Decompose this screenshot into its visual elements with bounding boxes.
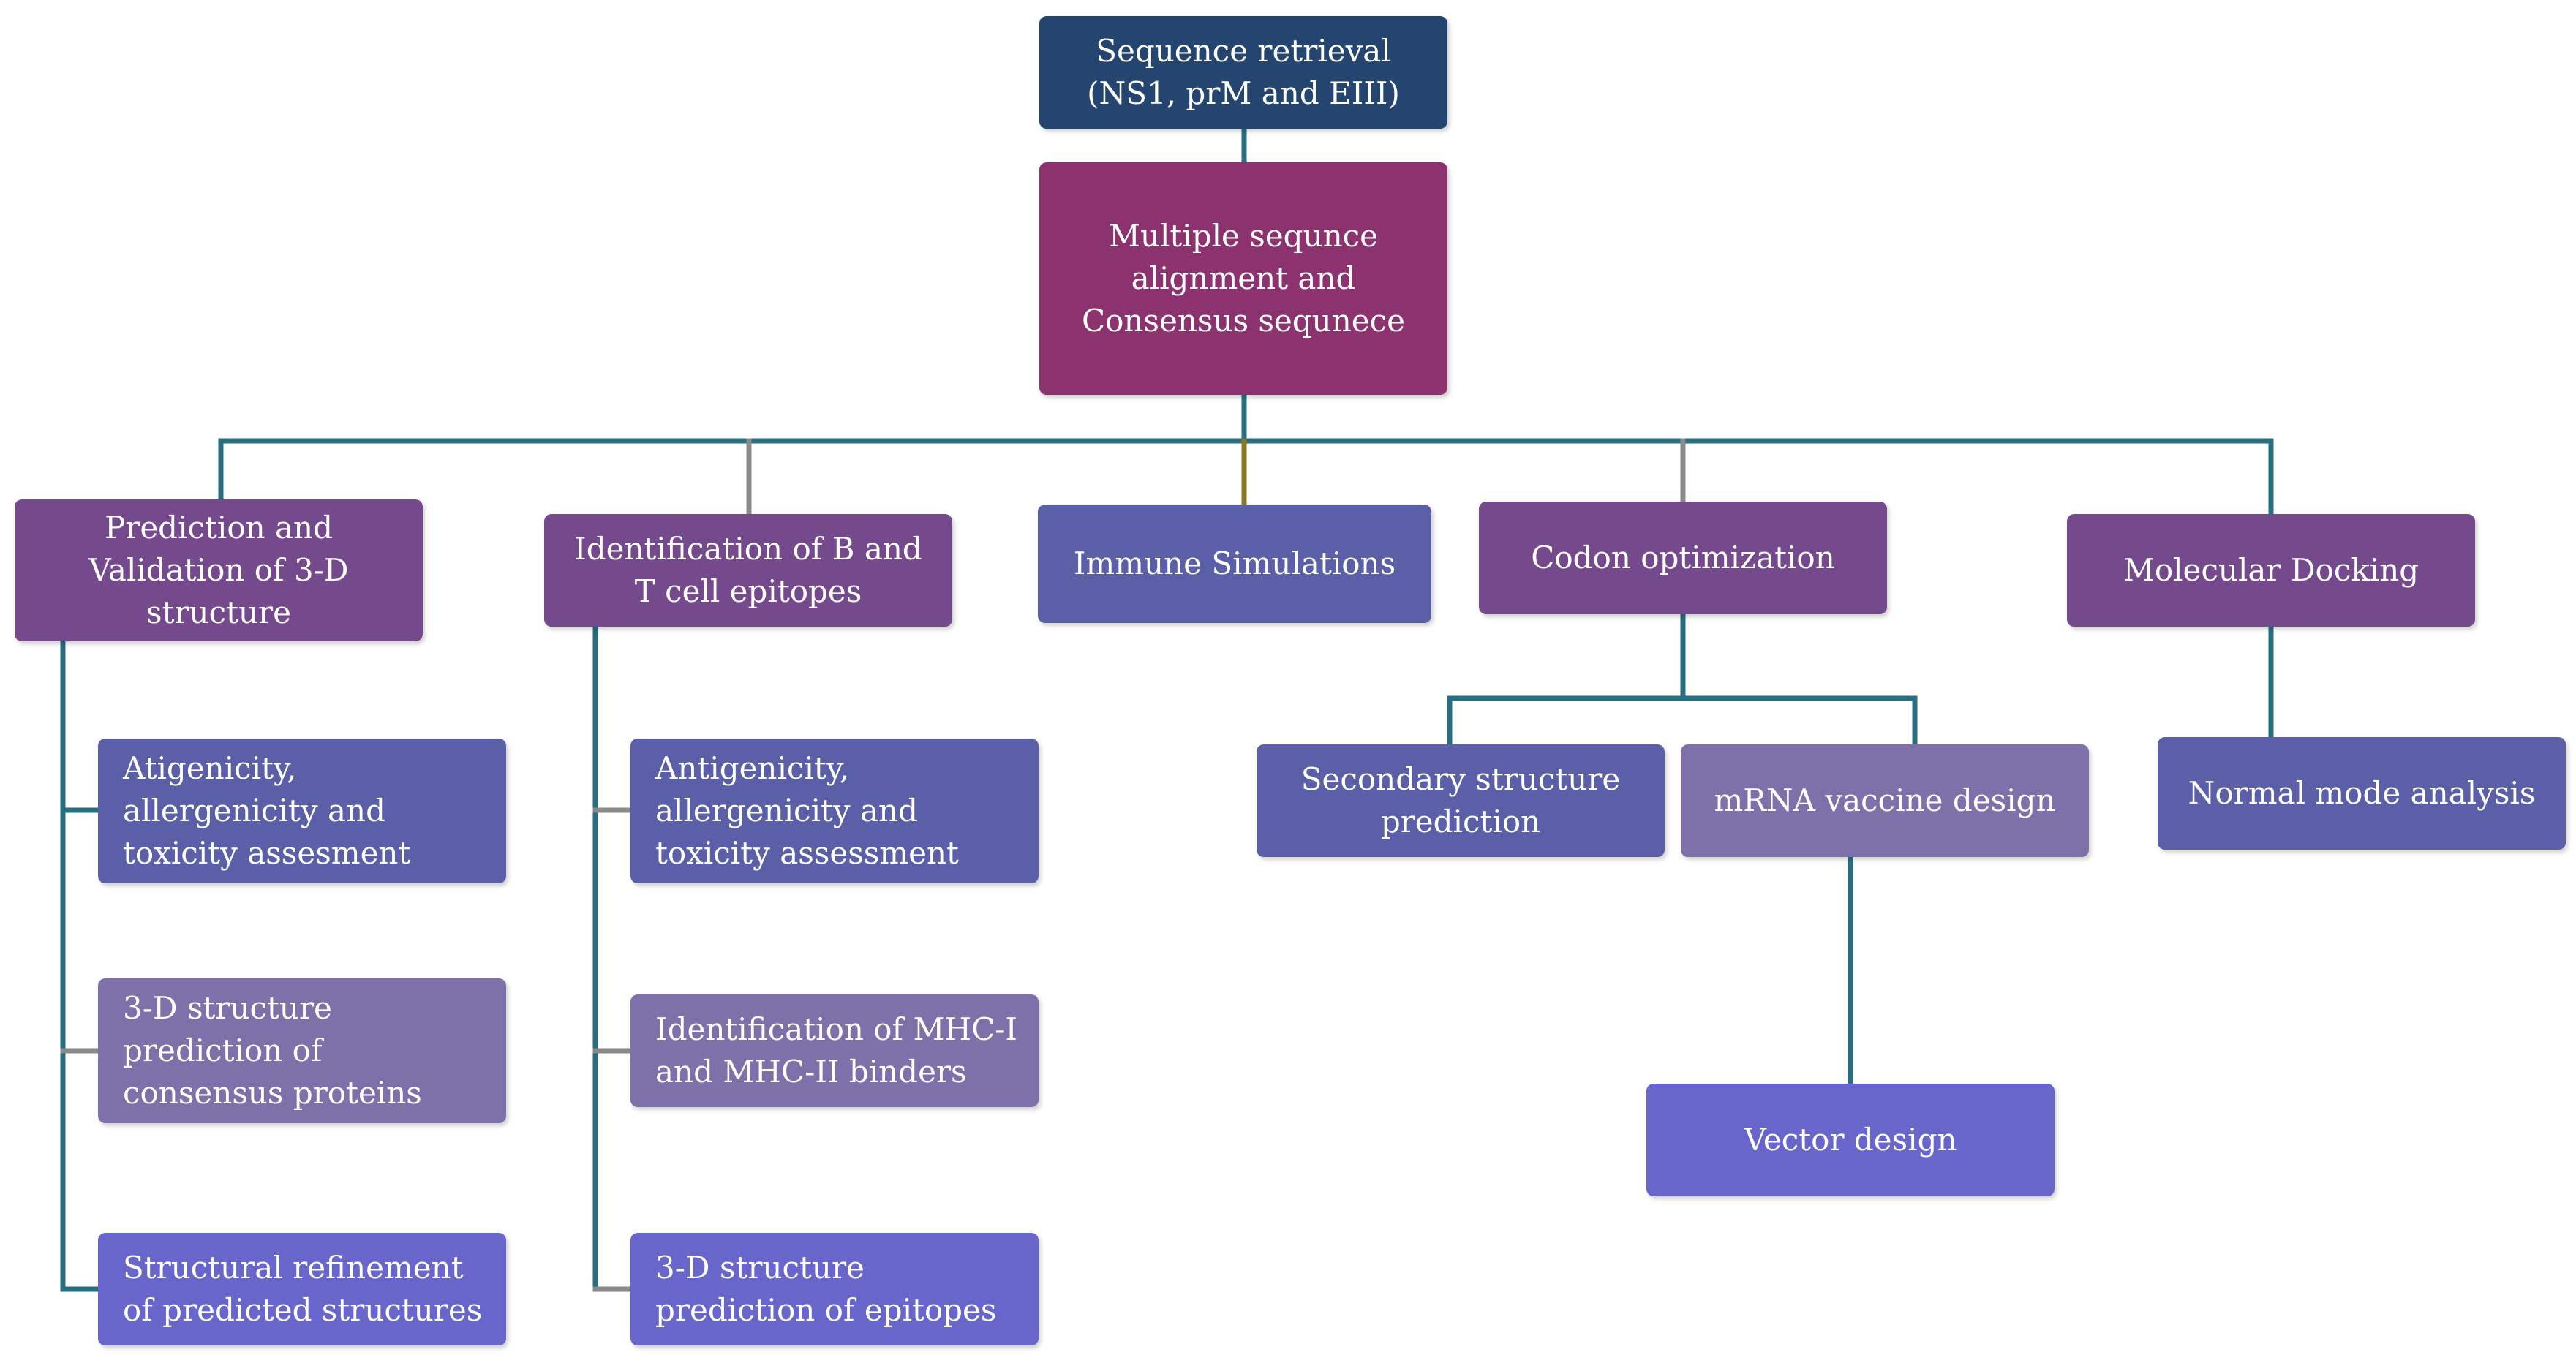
- sequence-retrieval-box: Sequence retrieval (NS1, prM and EIII): [1039, 16, 1447, 129]
- mhc-binders-label: Identification of MHC-I and MHC-II binde…: [655, 1011, 1017, 1090]
- atigenicity-label: Atigenicity, allergenicity and toxicity …: [123, 750, 411, 871]
- antigenicity-box: Antigenicity, allergenicity and toxicity…: [630, 739, 1039, 883]
- immune-simulations-label: Immune Simulations: [1073, 545, 1396, 582]
- structure-prediction-consensus-box: 3-D structure prediction of consensus pr…: [98, 978, 506, 1123]
- structure-prediction-consensus-label: 3-D structure prediction of consensus pr…: [123, 990, 422, 1111]
- prediction-validation-label: Prediction and Validation of 3-D structu…: [88, 510, 349, 630]
- structure-prediction-epitopes-box: 3-D structure prediction of epitopes: [630, 1233, 1039, 1345]
- identification-bt-label: Identification of B and T cell epitopes: [574, 531, 922, 609]
- codon-optimization-label: Codon optimization: [1531, 540, 1835, 576]
- sequence-retrieval-label: Sequence retrieval (NS1, prM and EIII): [1087, 33, 1400, 111]
- molecular-docking-label: Molecular Docking: [2123, 552, 2419, 589]
- molecular-docking-box: Molecular Docking: [2067, 514, 2475, 627]
- vector-design-label: Vector design: [1744, 1122, 1957, 1158]
- secondary-structure-box: Secondary structure prediction: [1257, 744, 1665, 857]
- codon-optimization-box: Codon optimization: [1479, 502, 1887, 614]
- msa-box: Multiple sequnce alignment and Consensus…: [1039, 162, 1447, 395]
- mrna-vaccine-box: mRNA vaccine design: [1681, 744, 2089, 857]
- normal-mode-label: Normal mode analysis: [2188, 775, 2536, 812]
- mrna-vaccine-label: mRNA vaccine design: [1714, 782, 2056, 819]
- prediction-validation-box: Prediction and Validation of 3-D structu…: [15, 499, 423, 641]
- immune-simulations-box: Immune Simulations: [1038, 505, 1431, 623]
- normal-mode-box: Normal mode analysis: [2158, 737, 2566, 850]
- mhc-binders-box: Identification of MHC-I and MHC-II binde…: [630, 994, 1039, 1107]
- msa-label: Multiple sequnce alignment and Consensus…: [1081, 218, 1406, 339]
- vector-design-box: Vector design: [1646, 1084, 2055, 1196]
- identification-bt-box: Identification of B and T cell epitopes: [544, 514, 952, 627]
- atigenicity-box: Atigenicity, allergenicity and toxicity …: [98, 739, 506, 883]
- antigenicity-label: Antigenicity, allergenicity and toxicity…: [655, 750, 959, 871]
- secondary-structure-label: Secondary structure prediction: [1300, 761, 1621, 839]
- structure-prediction-epitopes-label: 3-D structure prediction of epitopes: [655, 1250, 997, 1328]
- structural-refinement-box: Structural refinement of predicted struc…: [98, 1233, 506, 1345]
- structural-refinement-label: Structural refinement of predicted struc…: [123, 1250, 483, 1328]
